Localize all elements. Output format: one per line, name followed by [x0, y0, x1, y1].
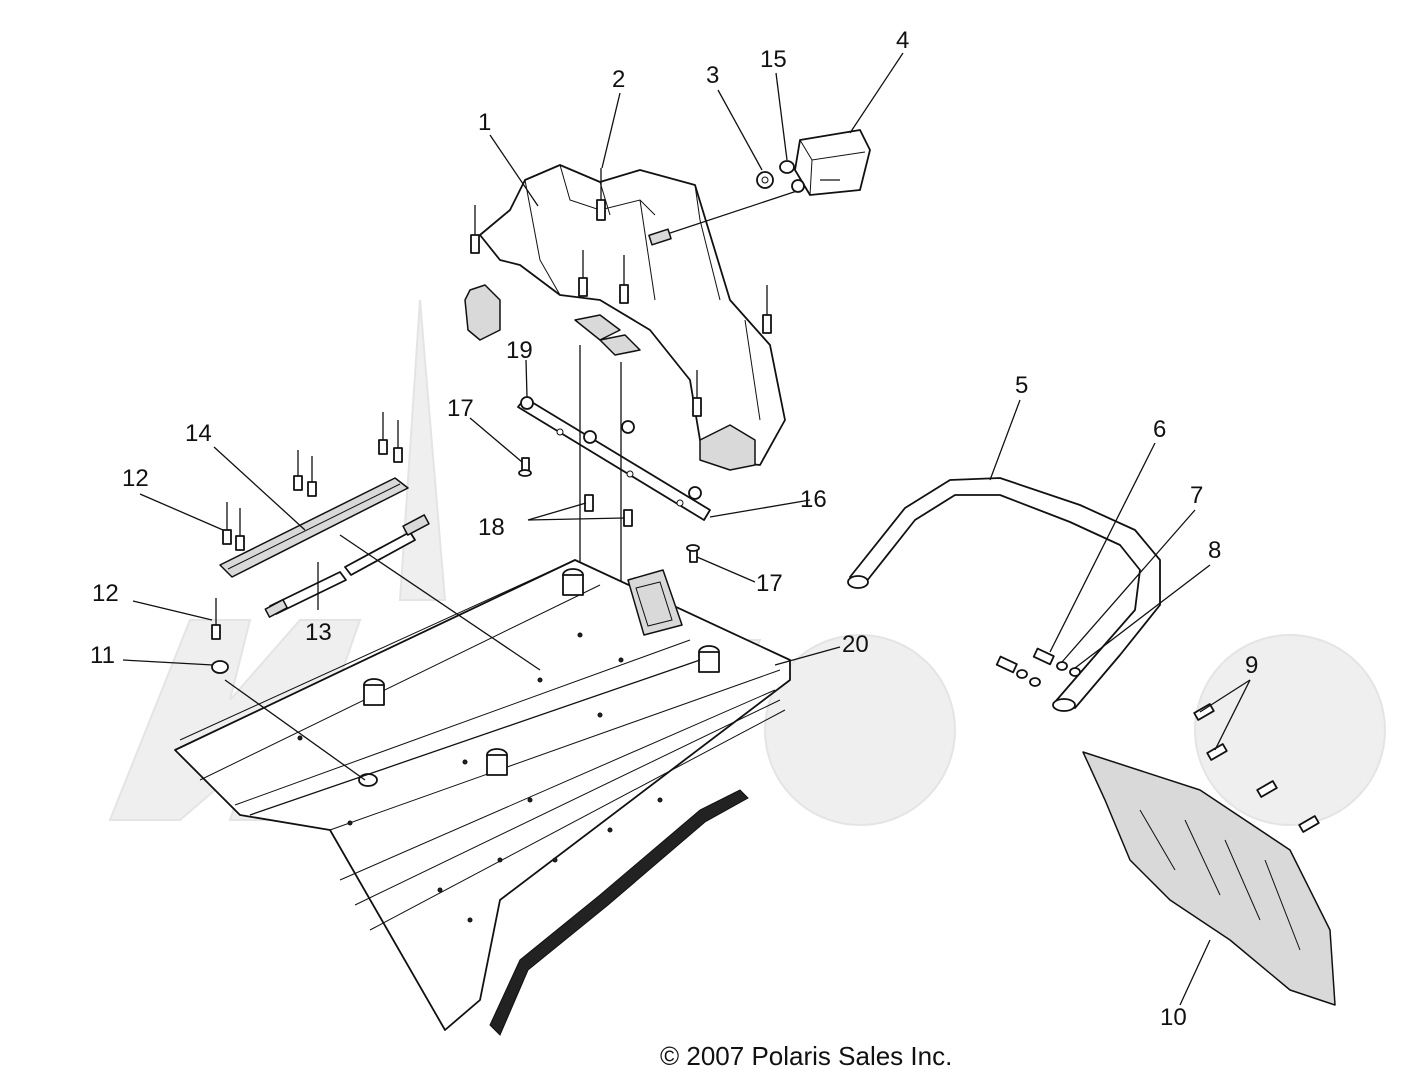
callout-2: 2 [612, 66, 625, 93]
callout-16: 16 [800, 486, 827, 513]
callout-3: 3 [706, 62, 719, 89]
callout-9: 9 [1245, 652, 1258, 679]
part-6-bolt [995, 647, 1055, 674]
part-9-rivets [1193, 703, 1320, 833]
part-12-rivets-upper [222, 412, 403, 551]
part-7-washer [1016, 661, 1068, 679]
callout-4: 4 [896, 27, 909, 54]
part-10-snowflap [1082, 751, 1336, 1006]
part-19-nuts [520, 396, 702, 500]
callout-12-upper: 12 [122, 465, 149, 492]
copyright-notice: © 2007 Polaris Sales Inc. [660, 1041, 952, 1071]
part-17-bolts [518, 457, 700, 563]
callout-17-lower: 17 [756, 570, 783, 597]
callout-15: 15 [760, 46, 787, 73]
part-15-washer [779, 160, 795, 174]
part-3-nut [756, 171, 774, 189]
callout-1: 1 [478, 109, 491, 136]
callout-19: 19 [506, 337, 533, 364]
part-5-bumper [847, 477, 1161, 712]
part-4-tail-light [794, 129, 871, 196]
part-18-pins [584, 494, 633, 527]
light-wiring [648, 179, 805, 246]
part-8-nut [1029, 667, 1081, 687]
callout-10: 10 [1160, 1004, 1187, 1031]
part-14-rail [219, 477, 409, 578]
callout-8: 8 [1208, 537, 1221, 564]
callout-11: 11 [90, 642, 115, 669]
part-11-grommet [211, 660, 229, 674]
callout-12-lower: 12 [92, 580, 119, 607]
callout-17-upper: 17 [447, 395, 474, 422]
part-12-rivet-lower [211, 598, 221, 640]
leader-lines [122, 52, 1251, 1006]
part-13-strap [264, 514, 430, 618]
callout-14: 14 [185, 420, 212, 447]
callout-6: 6 [1153, 416, 1166, 443]
callout-20: 20 [842, 631, 869, 658]
callout-18: 18 [478, 514, 505, 541]
part-2-rivets [470, 168, 772, 417]
part-16-bracket [517, 397, 711, 521]
part-1-rear-cover [464, 164, 786, 471]
callout-5: 5 [1015, 372, 1028, 399]
callout-7: 7 [1190, 482, 1203, 509]
callout-13: 13 [305, 619, 332, 646]
part-20-tunnel [174, 559, 791, 1036]
